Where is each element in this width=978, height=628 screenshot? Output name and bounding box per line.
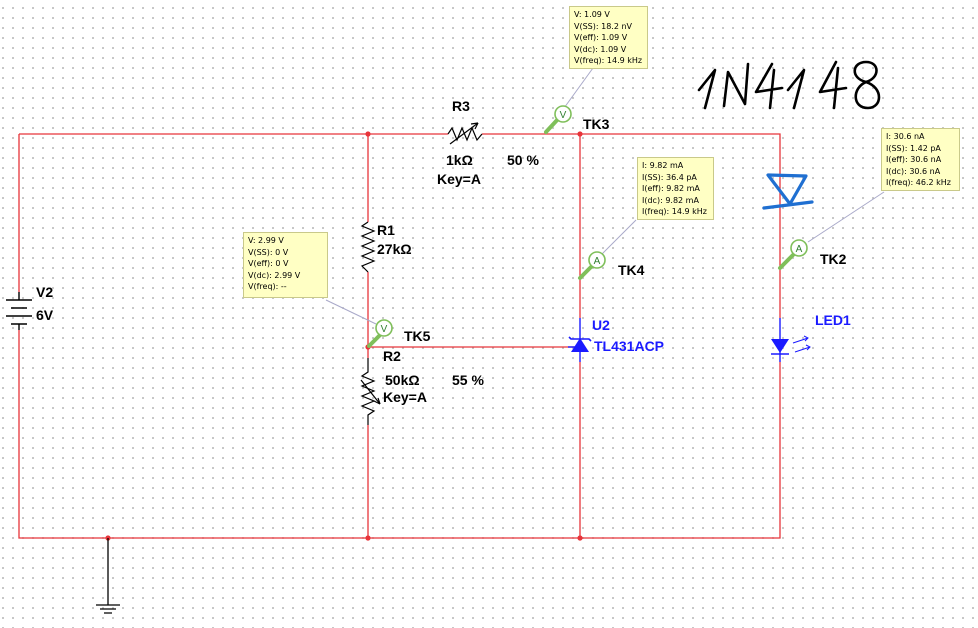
wiper-arrow-icon	[360, 379, 381, 405]
probe-symbol: A	[796, 244, 803, 255]
tk2-label: TK2	[820, 251, 847, 267]
wiper-arrow-icon	[449, 122, 479, 145]
arrowhead-icon	[470, 122, 479, 130]
probe-tk4-readout: I: 9.82 mA I(SS): 36.4 pA I(eff): 9.82 m…	[637, 157, 714, 220]
readout-line: I(eff): 9.82 mA	[642, 184, 700, 194]
zener-bar-icon	[568, 336, 592, 342]
led-led1[interactable]: LED1	[771, 312, 851, 362]
r3-percent: 50 %	[507, 152, 539, 168]
led-icon	[771, 339, 789, 353]
resistor-r1[interactable]: R1 27kΩ	[360, 221, 412, 273]
battery-v2[interactable]: V2 6V	[6, 284, 54, 330]
probe-leader	[325, 299, 377, 325]
led1-name: LED1	[815, 312, 851, 328]
v2-value: 6V	[36, 307, 54, 323]
readout-line: I(freq): 46.2 kHz	[886, 178, 951, 188]
r1-name: R1	[377, 222, 395, 238]
probe-tip	[544, 116, 561, 134]
battery-icon	[6, 292, 32, 330]
junctions	[105, 131, 583, 541]
r3-name: R3	[452, 98, 470, 114]
r2-percent: 55 %	[452, 372, 484, 388]
readout-line: V(freq): --	[248, 282, 287, 292]
readout-line: V(dc): 2.99 V	[248, 270, 301, 280]
readout-line: V(eff): 0 V	[248, 259, 289, 269]
ammeter-icon	[588, 251, 606, 269]
r2-key: Key=A	[383, 389, 427, 405]
tk4-label: TK4	[618, 262, 645, 278]
u2-name: U2	[592, 317, 610, 333]
readout-line: I(dc): 9.82 mA	[642, 195, 699, 205]
probe-leader	[599, 219, 637, 257]
potentiometer-r3[interactable]: R3 1kΩ 50 % Key=A	[437, 98, 539, 187]
readout-line: I: 9.82 mA	[642, 161, 684, 170]
probe-tip	[367, 332, 383, 348]
junction-dot	[577, 131, 583, 137]
probe-tk3[interactable]: V TK3	[544, 67, 610, 134]
readout-line: I(SS): 36.4 pA	[642, 172, 697, 182]
probe-leader	[807, 191, 885, 243]
probe-tip	[778, 252, 796, 270]
diode-mark-sketch	[762, 173, 814, 210]
readout-line: I: 30.6 nA	[886, 132, 925, 141]
ground-symbol[interactable]	[96, 538, 120, 614]
readout-line: V(freq): 14.9 kHz	[574, 56, 643, 66]
probe-symbol: V	[381, 324, 388, 335]
readout-line: I(dc): 30.6 nA	[886, 166, 941, 176]
readout-line: V: 1.09 V	[574, 10, 610, 19]
tk5-label: TK5	[404, 328, 431, 344]
voltmeter-icon	[554, 105, 572, 123]
v2-name: V2	[36, 284, 53, 300]
probe-symbol: A	[594, 256, 601, 267]
probe-tk4[interactable]: A TK4	[578, 219, 645, 280]
readout-line: I(eff): 30.6 nA	[886, 155, 942, 165]
junction-dot	[365, 535, 371, 541]
resistor-icon	[360, 221, 376, 273]
r2-name: R2	[383, 348, 401, 364]
r2-value: 50kΩ	[385, 372, 420, 388]
voltmeter-icon	[375, 319, 393, 337]
handwritten-1n4148	[697, 60, 881, 110]
junction-dot	[365, 131, 371, 137]
u2-part: TL431ACP	[594, 338, 664, 354]
r1-value: 27kΩ	[377, 241, 412, 257]
r3-key: Key=A	[437, 171, 481, 187]
readout-line: I(SS): 1.42 pA	[886, 143, 941, 153]
probe-tk3-readout: V: 1.09 V V(SS): 18.2 nV V(eff): 1.09 V …	[569, 6, 648, 69]
resistor-icon	[447, 126, 483, 142]
shunt-regulator-u2[interactable]: U2 TL431ACP	[568, 317, 664, 362]
tk3-label: TK3	[583, 116, 610, 132]
wire-bottom	[18, 330, 781, 539]
resistor-icon	[360, 358, 376, 425]
potentiometer-r2[interactable]: R2 50kΩ 55 % Key=A	[360, 348, 484, 425]
probe-tk2-readout: I: 30.6 nA I(SS): 1.42 pA I(eff): 30.6 n…	[881, 128, 960, 191]
probe-tk5[interactable]: V TK5	[325, 299, 431, 348]
ammeter-icon	[790, 239, 808, 257]
probe-tk2[interactable]: A TK2	[778, 191, 885, 270]
readout-line: V(SS): 18.2 nV	[574, 21, 633, 31]
probe-symbol: V	[560, 110, 567, 121]
probe-tk5-readout: V: 2.99 V V(SS): 0 V V(eff): 0 V V(dc): …	[243, 232, 328, 298]
r3-value: 1kΩ	[446, 152, 473, 168]
junction-dot	[577, 535, 583, 541]
readout-line: V(SS): 0 V	[248, 247, 289, 257]
ground-icon	[96, 604, 120, 614]
readout-line: I(freq): 14.9 kHz	[642, 207, 707, 217]
arrowhead-icon	[373, 397, 381, 405]
zener-icon	[571, 338, 589, 352]
readout-line: V: 2.99 V	[248, 236, 284, 245]
readout-line: V(dc): 1.09 V	[574, 44, 627, 54]
readout-line: V(eff): 1.09 V	[574, 33, 628, 43]
light-rays-icon	[792, 335, 811, 353]
